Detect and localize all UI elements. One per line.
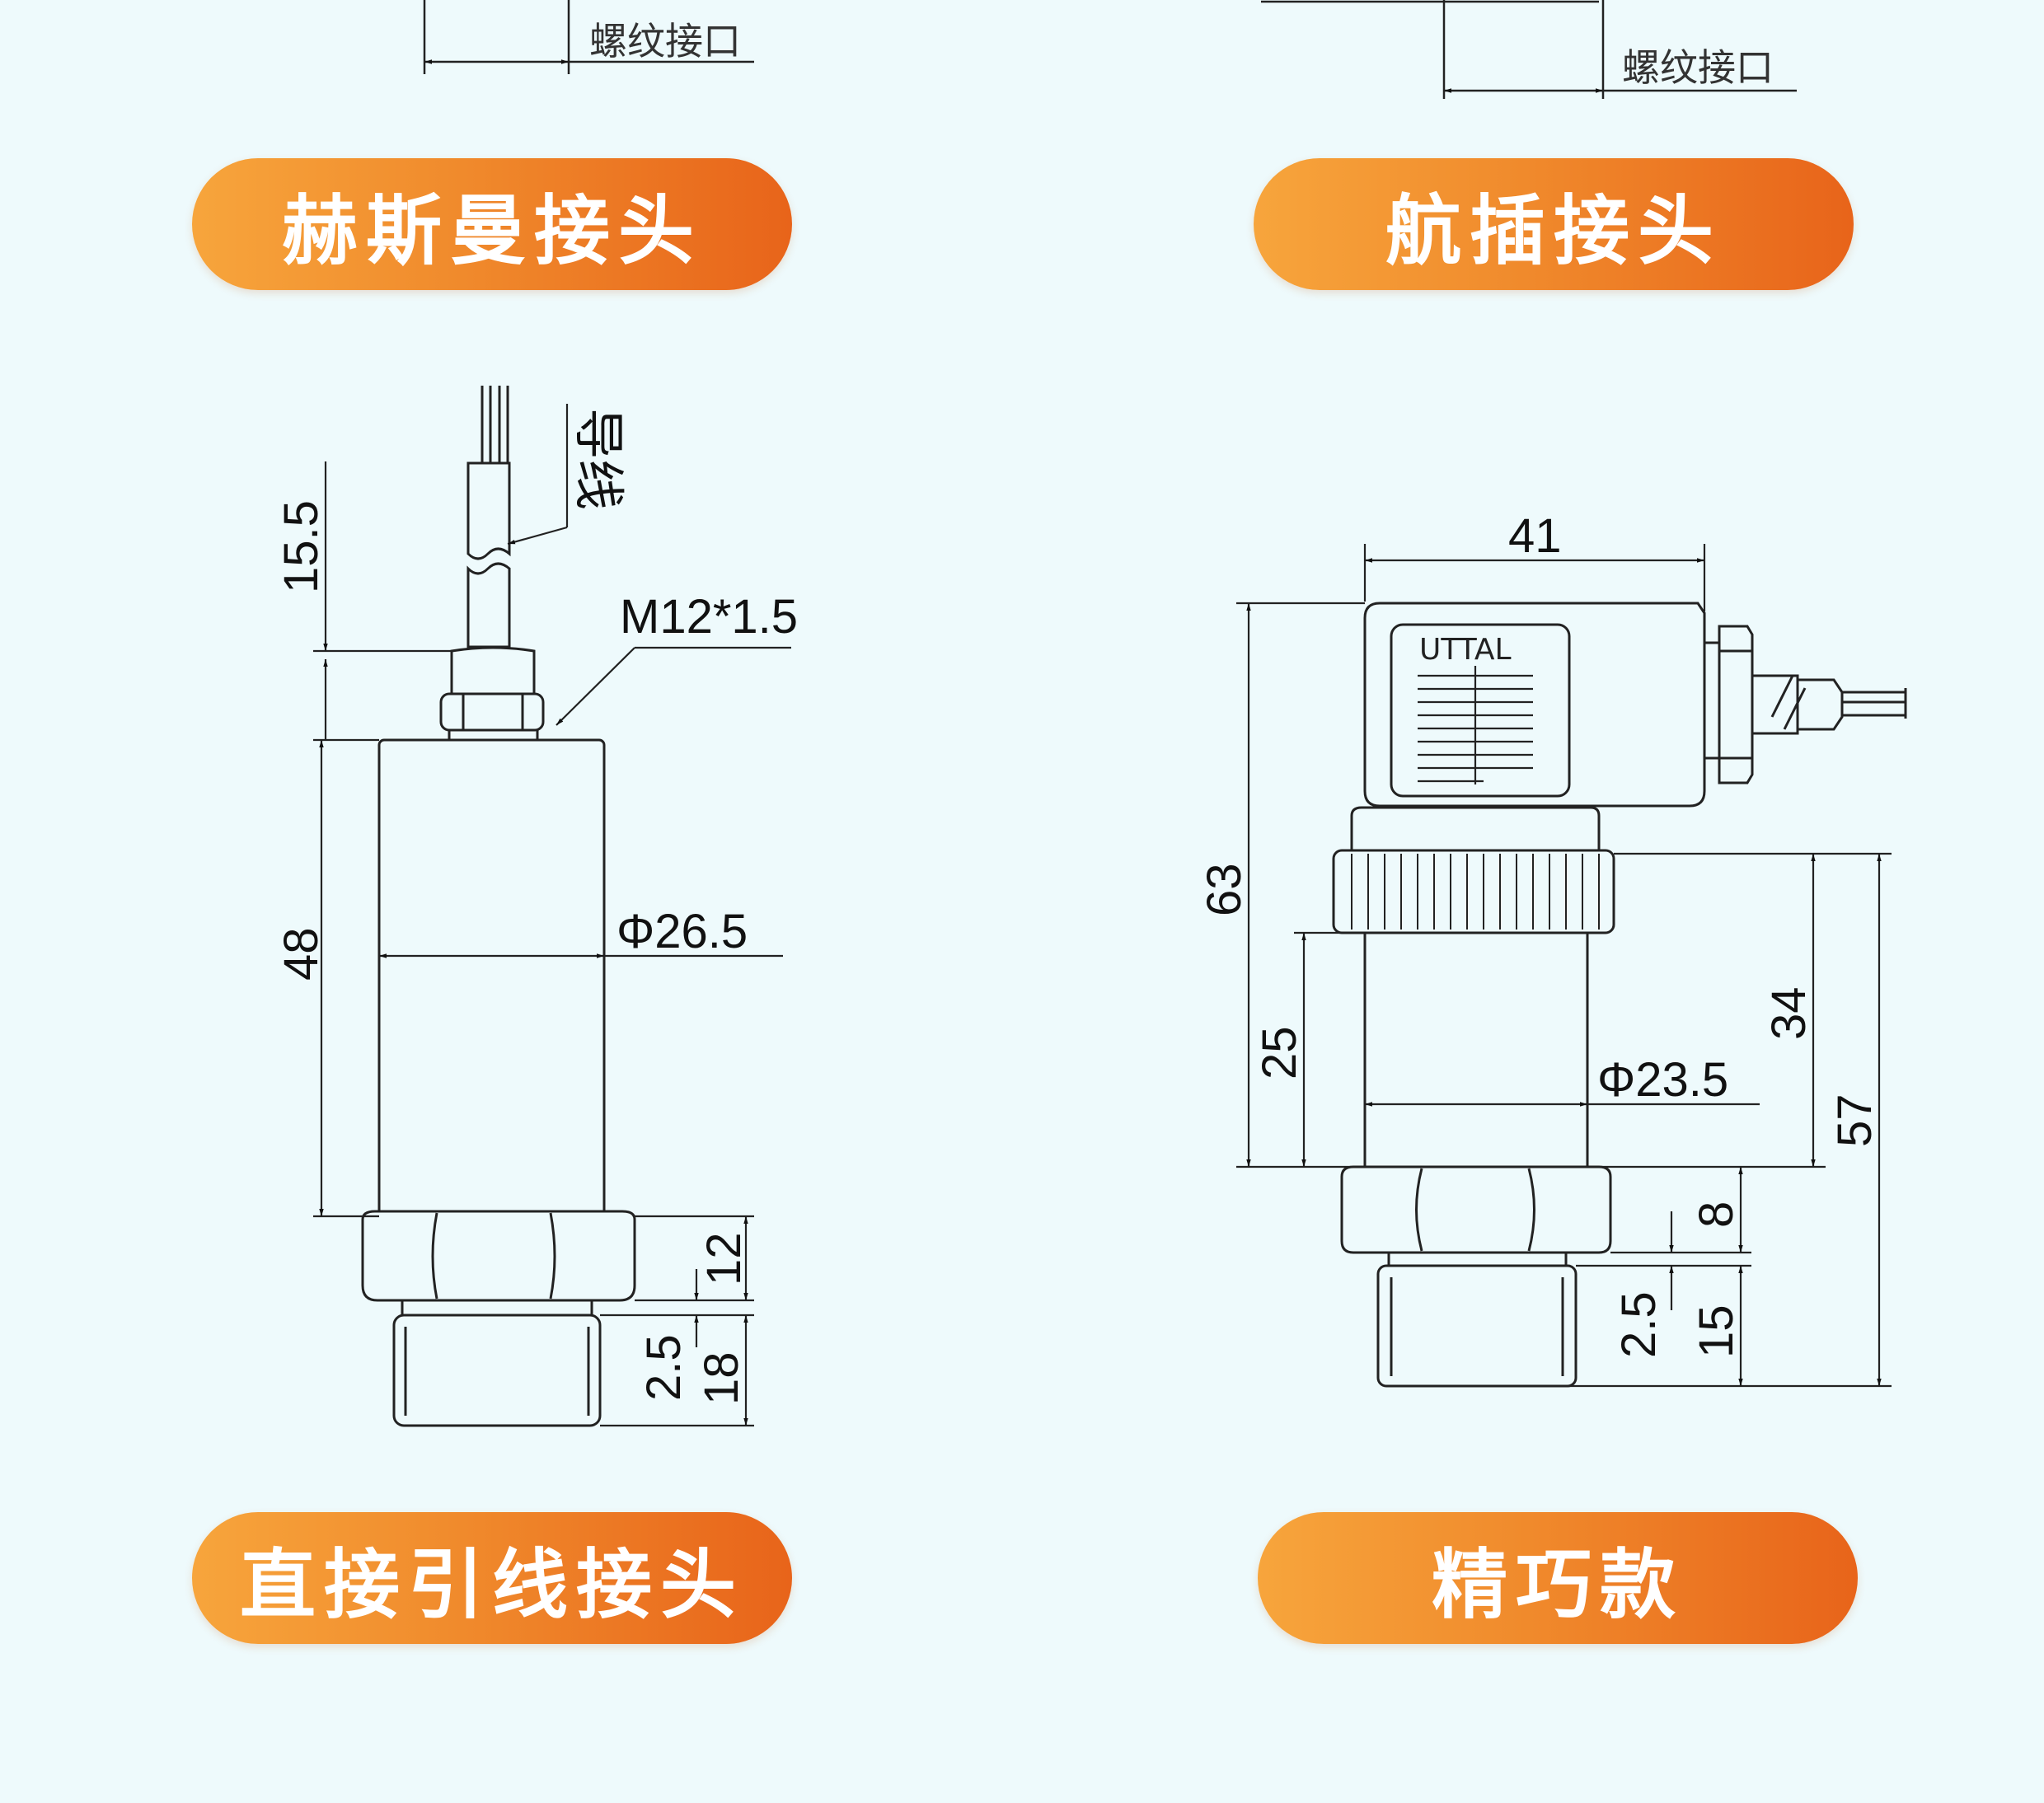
compact-thread-section <box>1376 1264 1578 1388</box>
din-connector-head <box>1363 602 1706 808</box>
cable-gland-nut <box>439 646 545 742</box>
dim-overall-height: 57 <box>1828 1094 1882 1147</box>
dim-body-diameter: Φ26.5 <box>616 905 748 958</box>
direct-lead-dimensions <box>313 404 791 1427</box>
dim-total-height: 63 <box>1198 863 1251 916</box>
hex-nut <box>361 1210 636 1302</box>
top-right-drawing-fragment <box>1261 0 1797 99</box>
dim-upper-height: 34 <box>1762 986 1816 1040</box>
thread-section <box>392 1314 602 1427</box>
top-left-drawing-fragment <box>423 0 754 74</box>
connector-logo: UTTAL <box>1419 633 1512 667</box>
cable-gland <box>1703 625 1907 784</box>
compact-hex-nut <box>1340 1165 1612 1254</box>
compact-model-drawing <box>1332 602 1907 1388</box>
dim-connector-width: 41 <box>1508 509 1562 563</box>
knurled-ring <box>1332 806 1615 934</box>
dim-compact-undercut: 2.5 <box>1612 1291 1666 1358</box>
dim-body-length: 48 <box>274 927 328 981</box>
sensor-body <box>377 738 606 1218</box>
dim-thread-length: 18 <box>695 1351 748 1405</box>
top-right-thread-label: 螺纹接口 <box>1622 45 1774 90</box>
dim-compact-thread: 15 <box>1690 1304 1743 1358</box>
wire-label: 导线 <box>569 408 629 510</box>
compact-model-dimensions <box>1236 544 1892 1388</box>
lead-wires <box>481 386 509 463</box>
top-left-thread-label: 螺纹接口 <box>589 19 741 63</box>
thread-spec-label: M12*1.5 <box>620 590 798 644</box>
cable-jacket <box>466 461 511 649</box>
direct-lead-drawing <box>361 386 636 1427</box>
header-compact-model: 精巧款 <box>1258 1512 1858 1644</box>
dim-compact-body: 25 <box>1253 1026 1306 1079</box>
dim-hex-height: 12 <box>697 1232 751 1286</box>
compact-sensor-body <box>1363 931 1589 1168</box>
header-aviation-connector: 航插接头 <box>1254 158 1854 290</box>
header-direct-lead-connector: 直接引线接头 <box>192 1512 792 1644</box>
header-hirschmann-connector: 赫斯曼接头 <box>192 158 792 290</box>
dim-compact-hex: 8 <box>1690 1201 1743 1228</box>
dim-compact-diameter: Φ23.5 <box>1597 1053 1728 1107</box>
dim-undercut: 2.5 <box>637 1334 691 1401</box>
dim-cable-length: 15.5 <box>274 500 328 593</box>
